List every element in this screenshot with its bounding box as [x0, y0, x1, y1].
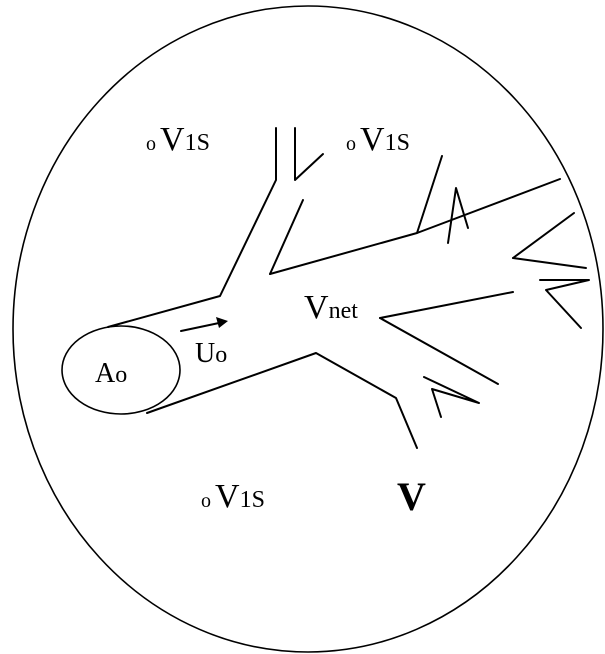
uo-main: U	[195, 338, 216, 369]
ao-label: Ao	[95, 360, 127, 388]
lower-right-branch	[423, 376, 480, 418]
uo-arrow-head	[216, 317, 228, 328]
top-right-v: V	[360, 121, 385, 158]
uo-subscript: o	[215, 342, 228, 368]
bottom-subscript: 1S	[239, 487, 265, 513]
upper-right-branch	[416, 178, 561, 234]
far-right-branch-bottom	[512, 257, 587, 269]
bottom-v: V	[215, 478, 240, 515]
far-right-branch-top	[512, 212, 575, 259]
bold-v-label: V	[397, 474, 426, 519]
main-lower-wall	[146, 352, 418, 449]
bottom-prefix: o	[201, 490, 211, 512]
top-left-prefix: o	[146, 133, 156, 155]
bottom-v1s-label: o V1S	[201, 480, 265, 514]
inlet-ellipse	[61, 325, 181, 415]
top-left-v1s-label: o V1S	[146, 123, 210, 157]
upper-vessel-wall	[107, 127, 277, 328]
upper-middle-branch	[269, 199, 304, 275]
uo-arrow-line	[180, 322, 220, 332]
rightmost-lower-branch	[539, 279, 590, 329]
top-right-subscript: 1S	[384, 130, 410, 156]
ao-main: A	[95, 358, 116, 389]
top-right-v1s-label: o V1S	[346, 123, 410, 157]
ao-subscript: o	[115, 362, 128, 388]
top-left-v: V	[160, 121, 185, 158]
v-net-subscript: net	[328, 298, 358, 324]
top-right-prefix: o	[346, 133, 356, 155]
upper-side-branch	[294, 127, 324, 181]
v-net-main: V	[304, 289, 329, 326]
right-branch-v	[447, 187, 469, 244]
outer-boundary-ellipse	[12, 5, 604, 653]
central-right-v-lower	[379, 317, 499, 385]
v-net-label: Vnet	[304, 291, 358, 325]
top-left-subscript: 1S	[184, 130, 210, 156]
uo-label: Uo	[195, 340, 227, 368]
central-right-v-upper	[379, 291, 514, 319]
